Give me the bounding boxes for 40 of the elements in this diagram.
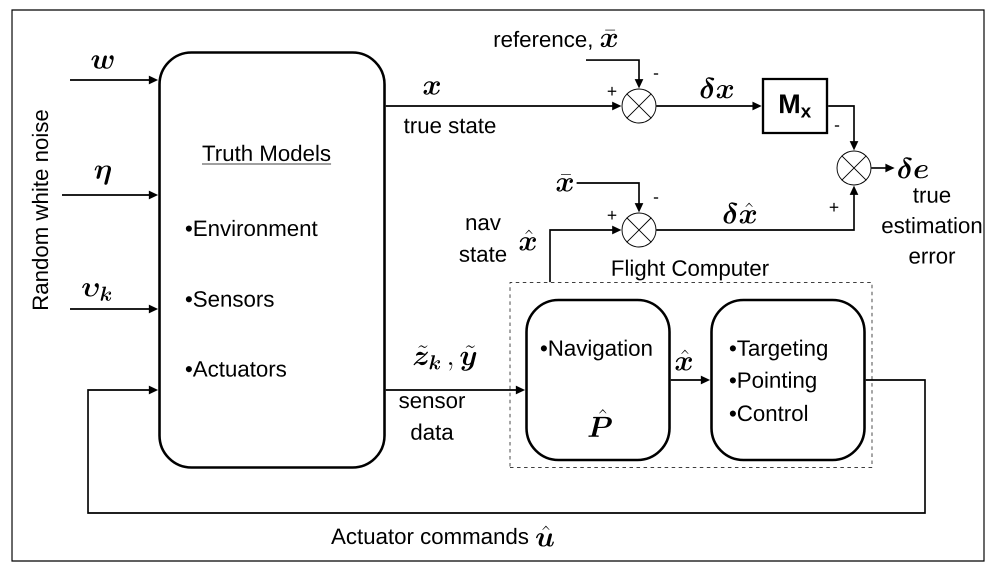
bullet-item: •Environment xyxy=(186,220,318,236)
bullet-item: •Targeting xyxy=(730,340,827,360)
sign-label: - xyxy=(834,125,840,127)
summing-junction xyxy=(622,212,656,248)
edge-label: $\tilde{\bm{z}}_{\bm{k}}\,,\tilde{\bm{y}}$ xyxy=(414,345,476,371)
edge-label: $\bm{\delta\hat{x}}$ xyxy=(724,202,756,224)
signal-label: Actuator commands xyxy=(331,528,528,544)
sign-label: + xyxy=(608,210,616,220)
signal-symbol: $\bar{\bm{x}}$ xyxy=(556,174,573,192)
heading: Truth Models xyxy=(202,144,332,164)
summing-junction xyxy=(622,88,656,124)
sign-label: - xyxy=(654,197,658,199)
gain-box: $\mathbf{M}_{\mathbf{x}}$ xyxy=(762,78,828,134)
axis-label: Random white noise xyxy=(32,110,48,310)
signal-label: nav state xyxy=(460,218,506,262)
edge-label: $\bm{x}$ xyxy=(424,81,440,95)
reference-label: reference, $\bar{\bm{x}}$ xyxy=(494,30,618,50)
math-symbol: $\hat{\bm{P}}$ xyxy=(588,409,612,437)
node-caption: true estimation error xyxy=(882,188,982,264)
signal-label: sensor data xyxy=(399,396,466,440)
bullet-item: •Navigation xyxy=(540,340,652,360)
edge-label: $\hat{\bm{x}}$ xyxy=(520,230,536,251)
edge-label: $\hat{\bm{x}}$ xyxy=(676,350,692,371)
edge-label: $\bm{\upsilon}_{\bm{k}}$ xyxy=(82,283,112,301)
bullet-item: •Control xyxy=(730,404,808,422)
arrow xyxy=(87,379,926,514)
edge-label: $\bm{\delta x}$ xyxy=(700,77,734,98)
bullet-item: •Sensors xyxy=(186,291,274,307)
heading: Flight Computer xyxy=(612,260,769,280)
sign-label: + xyxy=(608,86,616,96)
bullet-item: •Actuators xyxy=(186,361,286,377)
edge-label: $\bm{\eta}$ xyxy=(94,165,112,185)
signal-symbol: $\bm{\delta e}$ xyxy=(898,157,928,178)
sign-label: - xyxy=(654,73,658,75)
bullet-item: •Pointing xyxy=(730,372,816,392)
edge-label: $\bm{w}$ xyxy=(91,55,114,69)
signal-label: true state xyxy=(404,118,496,134)
summing-junction xyxy=(836,150,872,186)
sign-label: + xyxy=(830,202,838,212)
edge-label: $\hat{\bm{u}}$ xyxy=(536,526,554,547)
